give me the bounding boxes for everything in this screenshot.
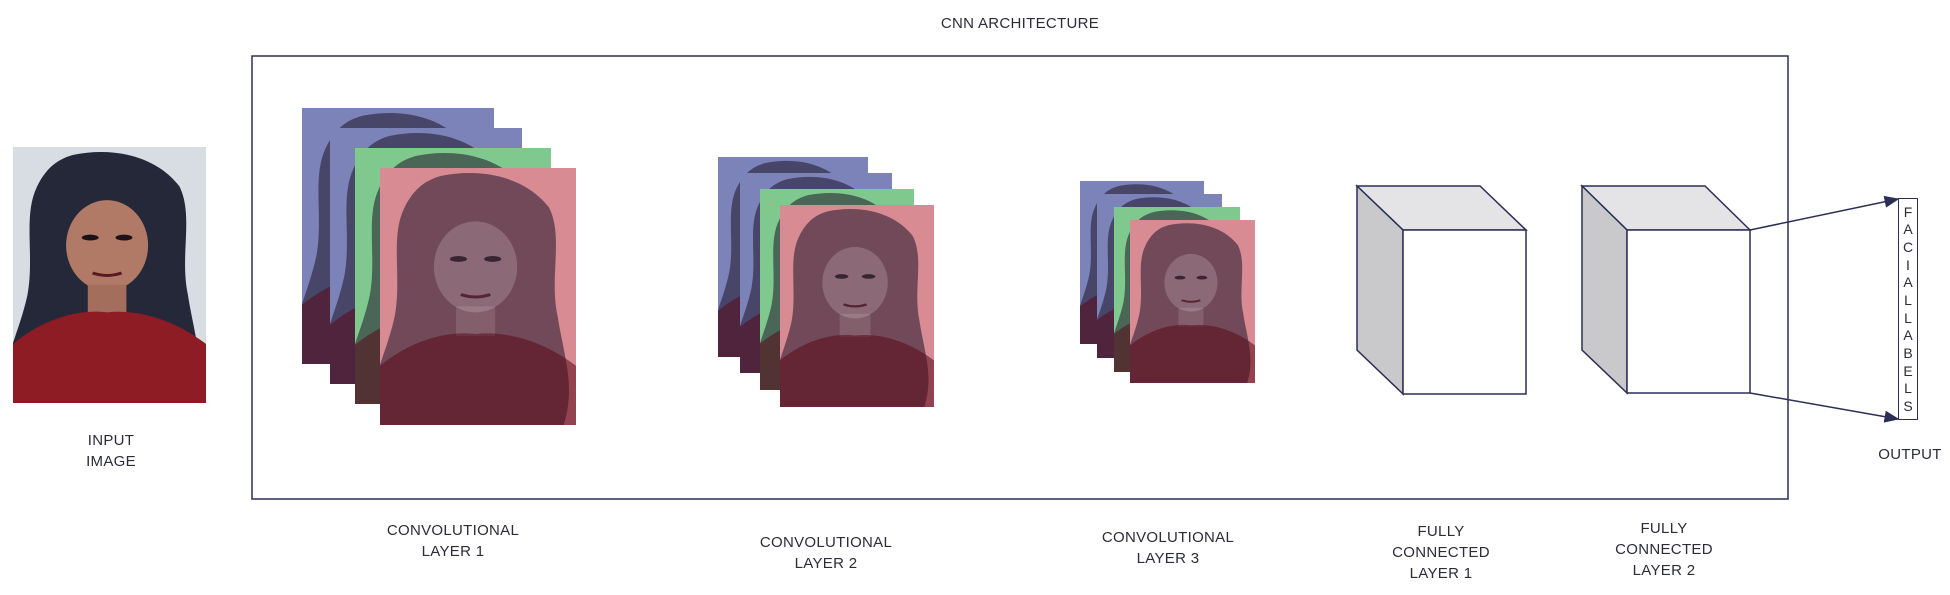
conv3-line2: LAYER 3 bbox=[1136, 550, 1200, 567]
input-image-label: INPUT IMAGE bbox=[56, 430, 166, 472]
facial-letter: A bbox=[1903, 274, 1913, 291]
fc-layer-1-label: FULLY CONNECTED LAYER 1 bbox=[1381, 521, 1501, 584]
facial-letter: A bbox=[1903, 327, 1913, 344]
diagram-title: CNN ARCHITECTURE bbox=[940, 15, 1100, 32]
output-label: OUTPUT bbox=[1878, 446, 1942, 463]
conv-layer-1-maps bbox=[302, 108, 576, 425]
fc2-line1: FULLY bbox=[1640, 520, 1688, 537]
output-arrow-top bbox=[1749, 195, 1900, 231]
facial-labels-box: F A C I A L L A B E L S bbox=[1898, 198, 1918, 420]
fc-layer-2-cube bbox=[1580, 184, 1752, 395]
architecture-frame bbox=[251, 55, 1789, 500]
output-arrow-bottom bbox=[1749, 392, 1900, 423]
conv3-line1: CONVOLUTIONAL bbox=[1101, 529, 1235, 546]
conv2-line2: LAYER 2 bbox=[794, 555, 858, 572]
input-image bbox=[13, 147, 206, 403]
facial-letter: C bbox=[1902, 239, 1914, 256]
facial-letter: B bbox=[1903, 345, 1913, 362]
conv-layer-3-maps bbox=[1080, 181, 1255, 383]
fc-layer-2-label: FULLY CONNECTED LAYER 2 bbox=[1604, 518, 1724, 581]
fc1-line3: LAYER 1 bbox=[1409, 565, 1473, 582]
facial-letter: I bbox=[1906, 256, 1910, 273]
conv-layer-2-label: CONVOLUTIONAL LAYER 2 bbox=[746, 532, 906, 574]
facial-letter: L bbox=[1904, 380, 1912, 397]
conv-layer-1-label: CONVOLUTIONAL LAYER 1 bbox=[373, 520, 533, 562]
input-label-line1: INPUT bbox=[87, 432, 135, 449]
fc-layer-1-cube bbox=[1355, 184, 1528, 396]
facial-letter: F bbox=[1903, 203, 1913, 220]
conv1-line2: LAYER 1 bbox=[421, 543, 485, 560]
input-label-line2: IMAGE bbox=[86, 453, 136, 470]
conv-layer-2-maps bbox=[718, 157, 934, 407]
fc1-line1: FULLY bbox=[1417, 523, 1465, 540]
facial-letter: S bbox=[1903, 398, 1913, 415]
facial-letter: A bbox=[1903, 221, 1913, 238]
conv2-line1: CONVOLUTIONAL bbox=[759, 534, 893, 551]
facial-letter: E bbox=[1903, 362, 1913, 379]
fc2-line2: CONNECTED bbox=[1615, 541, 1713, 558]
fc2-line3: LAYER 2 bbox=[1632, 562, 1696, 579]
conv-layer-3-label: CONVOLUTIONAL LAYER 3 bbox=[1088, 527, 1248, 569]
fc1-line2: CONNECTED bbox=[1392, 544, 1490, 561]
facial-letter: L bbox=[1904, 292, 1912, 309]
conv1-line1: CONVOLUTIONAL bbox=[386, 522, 520, 539]
facial-letter: L bbox=[1904, 309, 1912, 326]
